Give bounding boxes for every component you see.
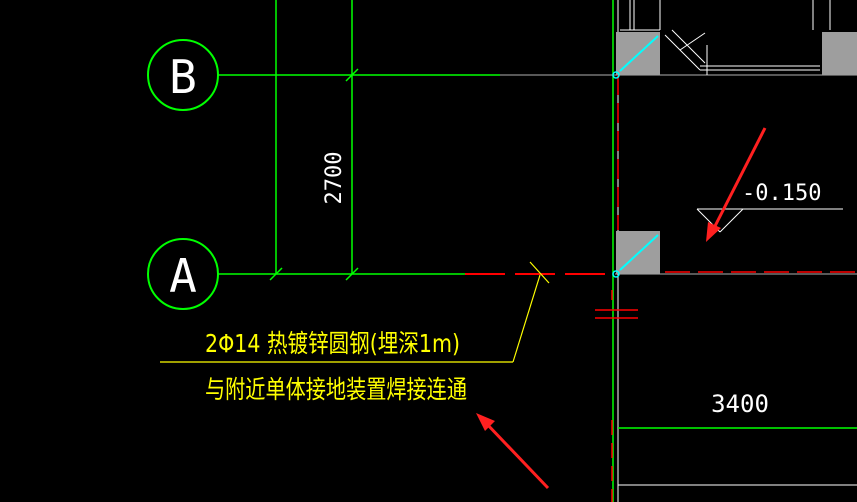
column-b-right — [822, 32, 857, 75]
red-arrow-lower — [476, 413, 550, 490]
column-a — [612, 231, 660, 278]
dim-tick-top — [345, 68, 359, 82]
break-line-2 — [671, 29, 706, 64]
dimension-3400: 3400 — [711, 390, 769, 418]
annotation-leader — [160, 261, 550, 363]
dim-tick-bottom — [345, 267, 359, 281]
annotation-line-2: 与附近单体接地装置焊接连通 — [205, 375, 467, 404]
elevation-mark: -0.150 — [696, 181, 843, 233]
break-line-3 — [679, 32, 706, 51]
axis-bubble-a: A — [147, 238, 219, 310]
axis-label-a: A — [169, 249, 197, 303]
column-b — [612, 32, 660, 79]
axis-label-b: B — [169, 50, 197, 104]
axis-bubble-b: B — [147, 39, 219, 111]
break-line-1 — [664, 34, 701, 71]
dim-tick-bottom-left — [269, 267, 283, 281]
annotation-line-1: 2Φ14 热镀锌圆钢(埋深1m) — [205, 329, 460, 358]
elevation-text: -0.150 — [742, 181, 821, 206]
red-arrow-upper — [706, 127, 767, 242]
dimension-2700: 2700 — [322, 152, 347, 205]
